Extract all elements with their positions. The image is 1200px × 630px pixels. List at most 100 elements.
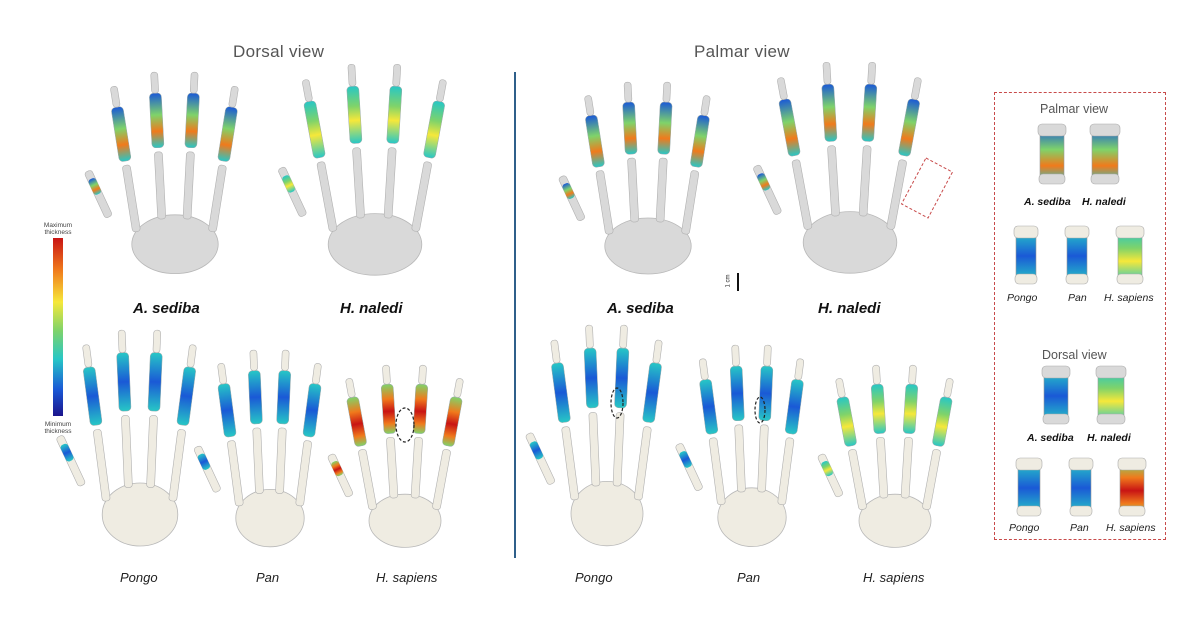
thickness-color-scale	[53, 238, 63, 416]
palmar-pongo-metacarpal-0	[561, 426, 579, 501]
dorsal-pan-thumb-map	[197, 453, 210, 470]
dorsal-pan-phalanx-2	[276, 370, 291, 425]
palmar-pan-tip-2	[763, 344, 772, 367]
dorsal-label-a-sediba: A. sediba	[133, 300, 200, 317]
dorsal-pan-tip-1	[249, 349, 258, 371]
palmar-pongo-phalanx-2	[614, 347, 630, 409]
scale-bar-label: 1 cm	[725, 274, 732, 288]
palmar-pan-tip-1	[731, 344, 740, 367]
inset-palmar-bone-pan-cap-top	[1064, 225, 1090, 239]
palmar-pan-phalanx-0	[699, 379, 718, 435]
inset-dorsal-bone-a-sediba-cap-top	[1041, 365, 1071, 379]
dorsal-pongo-phalanx-3	[176, 366, 196, 426]
palmar-pongo-wrist	[570, 480, 644, 547]
dorsal-view-title: Dorsal view	[233, 42, 325, 61]
palmar-h-sapiens-tip-3	[943, 378, 954, 398]
dorsal-pan-metacarpal-2	[275, 427, 287, 494]
highlight-dorsal-h-sapiens	[395, 407, 415, 443]
palmar-h-naledi-wrist	[802, 211, 898, 274]
palmar-pongo-tip-2	[619, 324, 628, 349]
dorsal-pan-tip-0	[217, 363, 227, 385]
palmar-h-naledi-thumb-map	[757, 173, 770, 191]
dorsal-h-naledi-phalanx-1	[346, 85, 363, 144]
dorsal-a-sediba-thumb-map	[88, 178, 101, 195]
palmar-pan-tip-0	[699, 358, 709, 381]
palmar-pongo-phalanx-0	[551, 362, 571, 423]
dorsal-h-sapiens-phalanx-3	[442, 396, 463, 447]
inset-dorsal-label-a-sediba: A. sediba	[1027, 432, 1074, 444]
palmar-h-sapiens-tip-0	[835, 378, 846, 398]
palmar-pan-metacarpal-2	[757, 424, 769, 493]
dorsal-h-naledi-metacarpal-3	[411, 161, 432, 232]
dorsal-a-sediba-phalanx-1	[149, 92, 165, 149]
dorsal-h-sapiens-phalanx-2	[412, 383, 428, 434]
inset-dorsal-bone-pongo-cap-top	[1015, 457, 1043, 471]
palmar-a-sediba-wrist	[604, 217, 692, 275]
dorsal-a-sediba-phalanx-3	[217, 106, 238, 162]
inset-dorsal-bone-h-naledi-cap-top	[1095, 365, 1127, 379]
dorsal-pongo-wrist	[101, 482, 179, 547]
dorsal-h-naledi-phalanx-0	[303, 100, 326, 159]
dorsal-h-naledi-metacarpal-1	[352, 147, 365, 219]
dorsal-h-sapiens-tip-1	[382, 364, 391, 385]
palmar-a-sediba-metacarpal-3	[681, 170, 700, 235]
palmar-view-title: Palmar view	[694, 42, 790, 61]
inset-dorsal-label-pongo: Pongo	[1009, 522, 1040, 534]
legend-max-label: Maximum thickness	[43, 222, 73, 236]
dorsal-h-naledi-phalanx-3	[423, 100, 445, 159]
dorsal-pongo-phalanx-2	[147, 352, 163, 412]
palmar-h-naledi-phalanx-3	[898, 98, 920, 157]
dorsal-h-naledi-wrist	[327, 213, 423, 276]
dorsal-pan-metacarpal-3	[295, 440, 312, 507]
inset-palmar-label-h-sapiens: H. sapiens	[1104, 292, 1154, 304]
dorsal-pan-phalanx-1	[248, 370, 263, 425]
dorsal-h-naledi-thumb-map	[282, 175, 295, 193]
palmar-h-naledi-metacarpal-3	[886, 159, 907, 230]
palmar-a-sediba-tip-1	[623, 81, 633, 103]
dorsal-pongo-phalanx-0	[83, 366, 103, 426]
dorsal-pongo-phalanx-1	[116, 352, 132, 412]
dorsal-a-sediba-tip-3	[228, 85, 239, 108]
palmar-h-naledi-tip-0	[777, 77, 788, 100]
palmar-h-sapiens-phalanx-2	[902, 383, 918, 434]
dorsal-pan-tip-3	[312, 363, 322, 385]
inset-dorsal-bone-pan-cap-top	[1068, 457, 1094, 471]
dorsal-h-sapiens-metacarpal-0	[358, 449, 377, 510]
dorsal-pan-wrist	[235, 488, 305, 548]
dorsal-h-sapiens-tip-0	[345, 378, 356, 398]
inset-palmar-bone-pongo-cap-top	[1013, 225, 1039, 239]
section-divider	[514, 72, 516, 558]
highlight-palmar-h-naledi-box	[900, 157, 954, 219]
dorsal-pongo-metacarpal-0	[93, 429, 111, 502]
palmar-label-h-sapiens: H. sapiens	[863, 570, 925, 585]
palmar-pongo-metacarpal-3	[634, 426, 652, 501]
dorsal-pongo-tip-3	[186, 344, 197, 368]
palmar-a-sediba-metacarpal-0	[595, 170, 614, 235]
dorsal-h-naledi-phalanx-2	[386, 85, 403, 144]
palmar-pan-tip-3	[794, 358, 805, 381]
inset-palmar-title: Palmar view	[1040, 102, 1109, 116]
palmar-pongo-tip-3	[652, 339, 663, 364]
inset-dorsal-title: Dorsal view	[1042, 348, 1107, 362]
dorsal-h-naledi-tip-3	[436, 79, 447, 102]
palmar-h-naledi-phalanx-1	[821, 83, 838, 142]
dorsal-h-sapiens-tip-3	[453, 378, 464, 398]
dorsal-label-h-sapiens: H. sapiens	[376, 570, 438, 585]
inset-palmar-bone-h-sapiens-cap-top	[1115, 225, 1145, 239]
legend-min-label: Minimum thickness	[44, 421, 72, 435]
inset-palmar-bone-pongo-cap-bottom	[1014, 273, 1038, 285]
palmar-h-naledi-phalanx-0	[778, 98, 801, 157]
inset-dorsal-bone-a-sediba-cap-bottom	[1042, 413, 1070, 425]
palmar-pongo-tip-0	[550, 339, 561, 364]
palmar-h-naledi-tip-3	[911, 77, 922, 100]
dorsal-pan-metacarpal-0	[227, 440, 244, 507]
dorsal-a-sediba-wrist	[131, 214, 219, 275]
palmar-h-sapiens-metacarpal-2	[900, 436, 913, 499]
inset-palmar-bone-h-sapiens-cap-bottom	[1116, 273, 1144, 285]
dorsal-h-naledi-metacarpal-0	[316, 161, 338, 232]
inset-palmar-bone-h-naledi-cap-top	[1089, 123, 1121, 137]
palmar-h-naledi-phalanx-2	[861, 83, 878, 142]
dorsal-label-pan: Pan	[256, 570, 280, 585]
palmar-a-sediba-tip-3	[700, 95, 711, 116]
palmar-h-sapiens-metacarpal-3	[922, 449, 941, 510]
